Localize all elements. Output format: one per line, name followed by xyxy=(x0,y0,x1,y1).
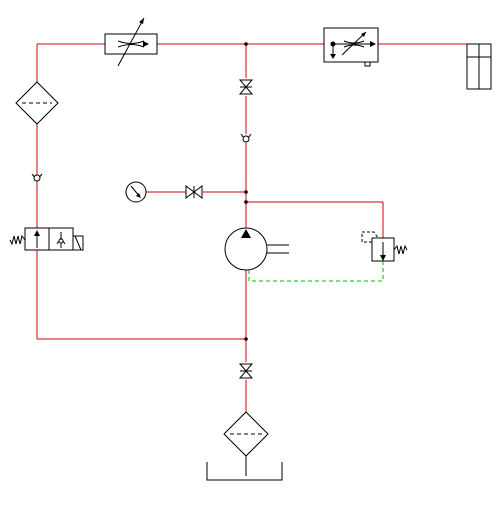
junctions xyxy=(244,42,248,341)
pressure-relief-valve-icon xyxy=(361,231,408,262)
suction-filter-icon xyxy=(223,411,269,476)
junction-top xyxy=(244,42,248,46)
junction-gauge xyxy=(244,190,248,194)
check-valve-middle-icon xyxy=(240,133,252,143)
reservoir-tank-icon xyxy=(206,462,283,481)
pilot-drain-line xyxy=(248,261,384,282)
junction-bottom xyxy=(244,337,248,341)
throttle-valve-adjustable-icon xyxy=(104,17,158,67)
shutoff-valve-upper-icon xyxy=(238,79,254,95)
filter-left-icon xyxy=(15,81,59,125)
junction-relief xyxy=(244,200,248,204)
hydraulic-pump-icon xyxy=(224,227,289,271)
pilot-lines xyxy=(248,261,384,282)
flow-control-valve-icon xyxy=(323,27,379,67)
directional-valve-icon xyxy=(9,227,84,251)
shutoff-valve-gauge-icon xyxy=(185,185,203,199)
double-acting-cylinder-icon xyxy=(466,43,492,90)
pressure-lines xyxy=(36,43,467,412)
pressure-gauge-icon xyxy=(125,181,147,203)
shutoff-valve-suction-icon xyxy=(238,363,254,379)
check-valve-left-icon xyxy=(31,173,43,182)
